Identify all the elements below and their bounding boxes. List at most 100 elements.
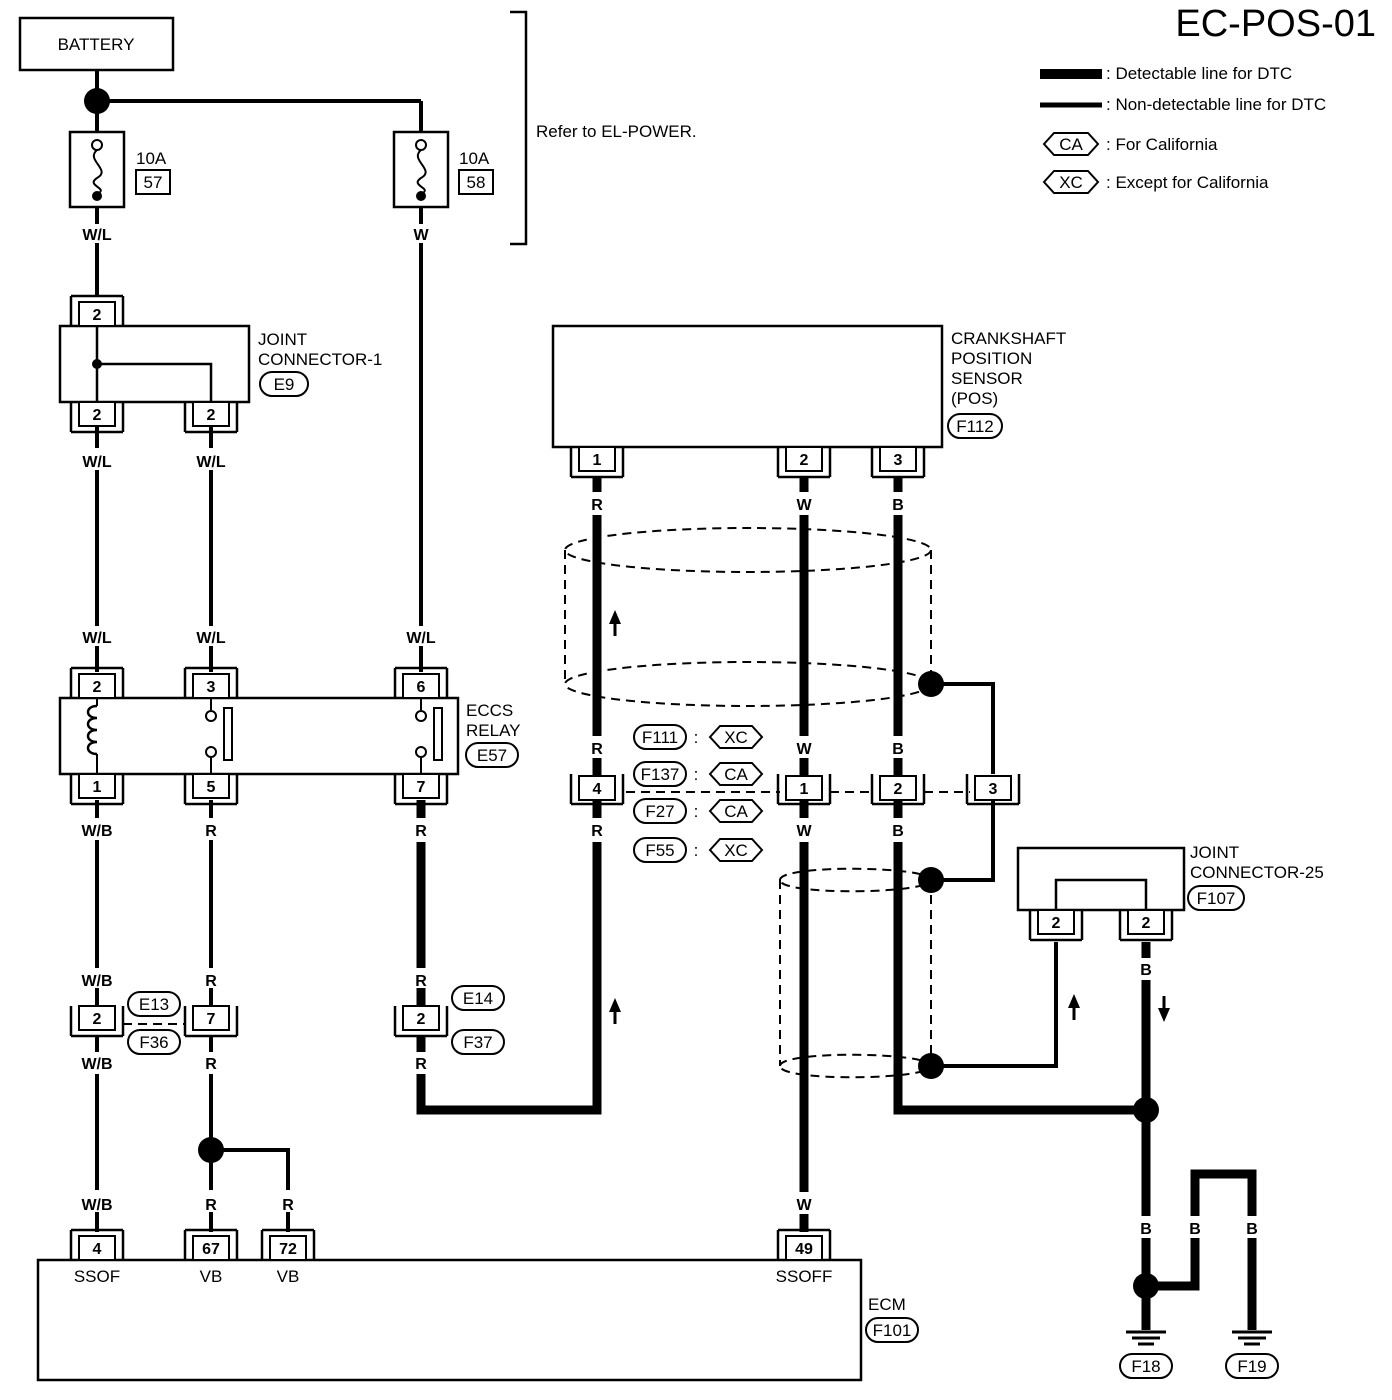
ecm-terminal-ssoff: SSOFF <box>776 1267 833 1286</box>
wire-label-wl-r3: W/L <box>196 630 226 647</box>
ground-f18-badge <box>1119 1353 1173 1379</box>
connector-pin-j25-2-box <box>1127 909 1165 935</box>
connector-e14-pin2-label: 2 <box>417 1011 426 1028</box>
connector-pin-ecm-49: 49 <box>776 1228 832 1261</box>
fuse-58-num: 58 <box>467 173 486 192</box>
joint-connector-1-code: E9 <box>274 375 295 394</box>
connector-pin-j25-2-housing <box>1118 910 1174 942</box>
ground-f19: F19 <box>1225 1330 1279 1379</box>
connector-pin-mid-4-label: 4 <box>593 781 602 798</box>
variant-tag-2: CA <box>724 765 748 784</box>
connector-pin-ecm-49-label: 49 <box>795 1241 813 1258</box>
connector-pin-relay-5-label: 5 <box>207 779 216 796</box>
connector-e13-label: E13 <box>139 995 169 1014</box>
ecm-code: F101 <box>873 1321 912 1340</box>
connector-pin-mid-4-housing <box>569 774 625 806</box>
ground-f18-label: F18 <box>1131 1357 1160 1376</box>
legend-detectable: : Detectable line for DTC <box>1106 64 1292 83</box>
wire-label-r-c2: R <box>205 973 217 990</box>
connector-pin-j25-1-box <box>1037 909 1075 935</box>
connector-pin-j1-b2: 2 <box>183 401 239 434</box>
joint-connector-25-name2: CONNECTOR-25 <box>1190 863 1324 882</box>
connector-pin-mid-4: 4 <box>569 774 625 806</box>
connector-pin-mid-3-housing <box>965 774 1021 806</box>
connector-e13-badge <box>127 991 181 1017</box>
ecm: SSOF VB VB SSOFF ECM F101 <box>36 1258 919 1382</box>
joint-connector-25-bus <box>1054 878 1148 910</box>
ecm-terminal-ssof: SSOF <box>74 1267 120 1286</box>
legend-nondetectable: : Non-detectable line for DTC <box>1106 95 1326 114</box>
wire-vb-branch <box>211 1148 290 1190</box>
ground-f19-label: F19 <box>1237 1357 1266 1376</box>
wire-label-r-ecm2: R <box>282 1197 294 1214</box>
wire-c3-route <box>416 842 602 1115</box>
shield-upper-top <box>564 527 932 573</box>
eccs-relay-code: E57 <box>477 746 507 765</box>
connector-e14-pin2-box <box>402 1005 440 1031</box>
connector-pin-mid-1-housing <box>776 774 832 806</box>
wire-label-r-s1: R <box>591 497 603 514</box>
connector-pin-j1-b2-label: 2 <box>207 407 216 424</box>
connector-pin-ecm-4-label: 4 <box>93 1241 102 1258</box>
sensor-code: F112 <box>956 417 994 436</box>
connector-pin-relay-1-housing <box>69 774 125 806</box>
relay-sw1-contact-top <box>205 710 217 722</box>
connector-pin-relay-5-box <box>192 773 230 799</box>
fuse-57-num: 57 <box>144 173 163 192</box>
connector-pin-relay-2-housing <box>69 666 125 698</box>
connector-pin-j1-b1-housing <box>69 402 125 434</box>
wire-drain-3 <box>931 942 1058 1068</box>
connector-e13-pin2-label: 2 <box>93 1011 102 1028</box>
wire-label-wb-c1: W/B <box>81 973 112 990</box>
connector-pin-relay-5: 5 <box>183 773 239 806</box>
connector-f36-badge <box>127 1029 181 1055</box>
connector-pin-mid-2-box <box>879 775 917 801</box>
connector-pin-sensor-2: 2 <box>776 446 832 479</box>
connector-pin-ecm-72-housing <box>260 1228 316 1260</box>
connector-pin-ecm-72: 72 <box>260 1228 316 1261</box>
connector-f37-badge <box>451 1029 505 1055</box>
wire-label-b-j25: B <box>1140 962 1152 979</box>
fuse-57-element <box>92 149 103 195</box>
variant-colon-3: : <box>694 802 699 821</box>
connector-pin-j25-2: 2 <box>1118 909 1174 942</box>
joint-connector-25-name1: JOINT <box>1190 843 1239 862</box>
connector-pin-j1-b1: 2 <box>69 401 125 434</box>
connector-f37-label: F37 <box>463 1033 492 1052</box>
connector-pin-mid-3-box <box>974 775 1012 801</box>
variant-tag-1-shape <box>708 725 764 749</box>
connector-pin-ecm-67-box <box>192 1235 230 1261</box>
connector-pin-j25-1: 2 <box>1028 909 1084 942</box>
connector-pin-mid-1-box <box>785 775 823 801</box>
connector-pin-relay-2: 2 <box>69 666 125 699</box>
crankshaft-position-sensor: CRANKSHAFT POSITION SENSOR (POS) F112 <box>551 324 1066 449</box>
variant-tag-4-shape <box>708 838 764 862</box>
connector-f137-label: F137 <box>641 765 680 784</box>
relay-sw2-blade <box>433 707 443 761</box>
wire-label-r-r5: R <box>205 823 217 840</box>
connector-pin-sensor-1: 1 <box>569 446 625 479</box>
wire-ground-loop-a <box>1146 1238 1200 1291</box>
fuse-58-amp: 10A <box>459 149 490 168</box>
joint-connector-1-code-badge <box>259 371 309 397</box>
wire-label-w-f58: W <box>413 227 429 244</box>
wire-label-b-g1: B <box>1140 1221 1152 1238</box>
fuse-58-term-top <box>415 139 427 151</box>
wire-label-r-r7: R <box>415 823 427 840</box>
connector-pin-sensor-3-label: 3 <box>894 452 903 469</box>
fuse-58-num-box <box>458 169 494 195</box>
sensor-name3: SENSOR <box>951 369 1023 388</box>
variant-tag-2-shape <box>708 762 764 786</box>
arrow-up-3 <box>1068 994 1080 1008</box>
connector-pin-mid-1: 1 <box>776 774 832 806</box>
arrow-up-1 <box>609 610 621 624</box>
connector-pin-mid-2: 2 <box>870 774 926 806</box>
connector-f27-badge <box>633 798 687 824</box>
connector-pin-mid-3-label: 3 <box>989 781 998 798</box>
variant-tag-1: XC <box>724 728 748 747</box>
eccs-relay-name2: RELAY <box>466 721 521 740</box>
fuse-58: 10A 58 <box>392 130 494 209</box>
connector-e13-pin7-housing <box>183 1006 239 1038</box>
legend-ca-text: : For California <box>1106 135 1218 154</box>
wire-label-r-ecm1: R <box>205 1197 217 1214</box>
